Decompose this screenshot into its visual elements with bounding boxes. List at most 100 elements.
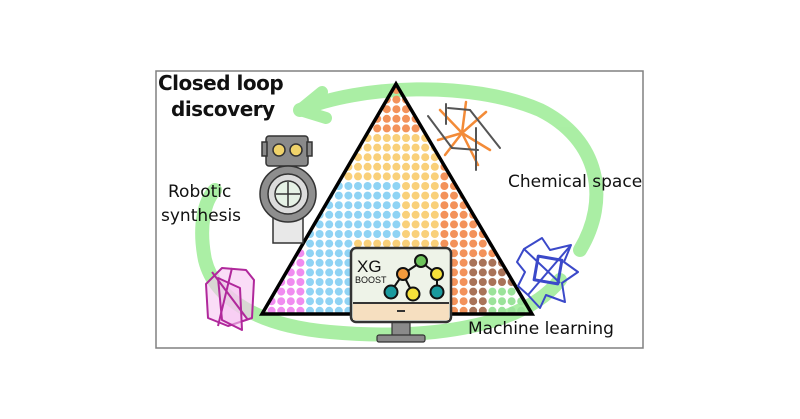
chemical-space-dot [277, 297, 286, 306]
chemical-space-dot [392, 191, 401, 200]
chemical-space-dot [478, 278, 487, 286]
chemical-space-dot [306, 278, 314, 286]
chemical-space-dot [507, 287, 516, 296]
chemical-space-dot [450, 201, 458, 210]
chemical-space-dot [344, 239, 353, 248]
chemical-space-dot [469, 287, 478, 296]
chemical-space-dot [382, 230, 391, 238]
chemical-space-dot [459, 287, 468, 296]
chemical-space-dot [325, 239, 334, 248]
chemical-space-dot [334, 268, 343, 277]
chemical-space-dot [421, 172, 430, 181]
chemical-space-dot [421, 162, 430, 171]
chemical-space-dot [315, 278, 324, 286]
chemical-space-dot [373, 162, 382, 171]
robot-icon [259, 135, 317, 244]
chemical-space-dot [402, 210, 410, 219]
chemical-space-dot [354, 201, 362, 210]
chemical-space-dot [392, 172, 401, 181]
chemical-space-dot [469, 268, 478, 277]
robotic-synthesis-label-line-1: Robotic [168, 182, 232, 202]
chemical-space-dot [402, 201, 410, 210]
chemical-space-dot [334, 201, 343, 210]
chemical-space-dot [411, 153, 420, 162]
chemical-space-dot [382, 114, 391, 123]
chemical-space-dot [421, 201, 430, 210]
chemical-space-dot [498, 278, 506, 286]
figure-title-line-2: discovery [171, 97, 275, 121]
chemical-space-dot [450, 239, 458, 248]
chemical-space-dot [296, 278, 305, 286]
chemical-space-dot [334, 220, 343, 229]
chemical-space-dot [421, 182, 430, 190]
chemical-space-dot [373, 201, 382, 210]
chemical-space-dot [402, 172, 410, 181]
chemical-space-dot [373, 124, 382, 133]
chemical-space-dot [392, 105, 401, 114]
chemical-space-dot [430, 201, 439, 210]
blue-molecular-cage-icon [516, 237, 579, 309]
chemical-space-dot [478, 249, 487, 258]
chemical-space-dot [411, 162, 420, 171]
chemical-space-dot [363, 220, 372, 229]
chemical-space-dot [459, 239, 468, 248]
chemical-space-dot [373, 172, 382, 181]
chemical-space-dot [344, 220, 353, 229]
chemical-space-dot [421, 239, 430, 248]
chemical-space-dot [334, 297, 343, 306]
chemical-space-dot [325, 258, 334, 267]
chemical-space-dot [430, 172, 439, 181]
chemical-space-dot [363, 153, 372, 162]
chemical-space-dot [373, 210, 382, 219]
chemical-space-dot [459, 230, 468, 238]
chemical-space-dot [373, 182, 382, 190]
chemical-space-dot [382, 172, 391, 181]
chemical-space-dot [469, 297, 478, 306]
chemical-space-dot [382, 105, 391, 114]
chemical-space-dot [402, 114, 410, 123]
chemical-space-dot [286, 297, 295, 306]
chemical-space-dot [344, 201, 353, 210]
chemical-space-dot [315, 287, 324, 296]
chemical-space-dot [430, 182, 439, 190]
chemical-space-dot [450, 230, 458, 238]
chemical-space-dot [382, 239, 391, 248]
chemical-space-dot [354, 162, 362, 171]
chemical-space-dot [296, 287, 305, 296]
chemical-space-dot [411, 172, 420, 181]
chemical-space-dot [382, 124, 391, 133]
monitor-boost-label: BOOST [355, 275, 387, 285]
chemical-space-dot [325, 230, 334, 238]
chemical-space-dot [402, 220, 410, 229]
chemical-space-dot [478, 287, 487, 296]
chemical-space-dot [430, 239, 439, 248]
chemical-space-dot [382, 134, 391, 142]
chemical-space-dot [373, 220, 382, 229]
chemical-space-dot [459, 268, 468, 277]
chemical-space-dot [459, 249, 468, 258]
chemical-space-dot [363, 210, 372, 219]
chemical-space-dot [306, 258, 314, 267]
chemical-space-dot [363, 230, 372, 238]
chemical-space-dot [430, 230, 439, 238]
chemical-space-dot [373, 191, 382, 200]
chemical-space-dot [392, 162, 401, 171]
chemical-space-dot [315, 249, 324, 258]
chemical-space-dot [363, 191, 372, 200]
chemical-space-dot [459, 220, 468, 229]
chemical-space-dot [306, 297, 314, 306]
chemical-space-dot [286, 287, 295, 296]
chemical-space-dot [325, 297, 334, 306]
chemical-space-dot [296, 258, 305, 267]
chemical-space-dot [392, 210, 401, 219]
robotic-synthesis-label-line-2: synthesis [161, 206, 242, 226]
chemical-space-dot [334, 249, 343, 258]
chemical-space-dot [315, 239, 324, 248]
decision-tree-icon [383, 254, 445, 302]
chemical-space-dot [363, 172, 372, 181]
chemical-space-dot [402, 143, 410, 152]
chemical-space-dot [478, 268, 487, 277]
chemical-space-dot [334, 278, 343, 286]
chemical-space-dot [306, 239, 314, 248]
chemical-space-dot [334, 239, 343, 248]
